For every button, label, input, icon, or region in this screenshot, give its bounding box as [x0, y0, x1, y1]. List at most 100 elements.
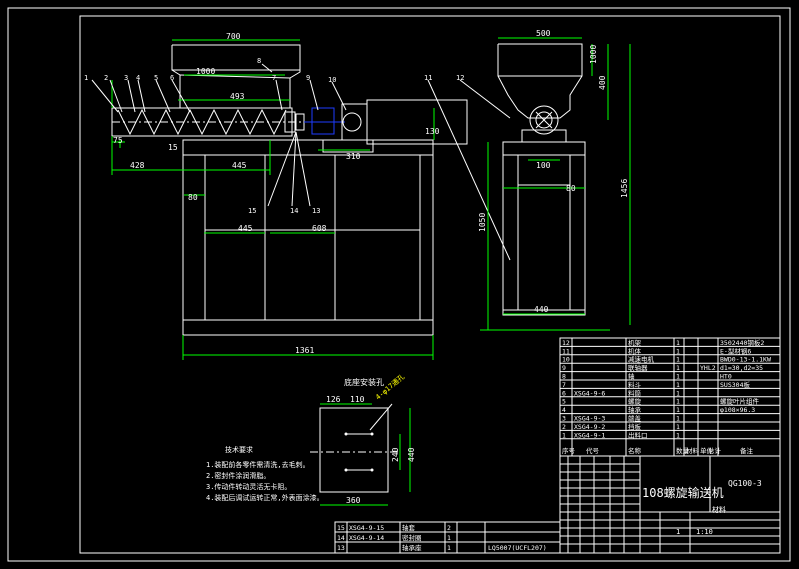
parts-cell: XSG4-9-6 [574, 389, 605, 397]
parts-cell: 12 [562, 339, 570, 347]
dim-side-80: 80 [566, 184, 576, 193]
front-dimensions [111, 39, 435, 360]
dim-side-1000: 1000 [589, 45, 598, 64]
parts-header-cell: 序号 [562, 446, 576, 455]
parts-cell: 联轴器 [628, 363, 648, 372]
bottom-table-cell: 轴承座 [402, 543, 422, 552]
parts-cell: 10 [562, 356, 570, 364]
parts-cell: 出料口 [628, 430, 648, 439]
scale: 1:10 [696, 528, 713, 536]
dim-130: 130 [425, 127, 440, 136]
parts-cell: XSG4-9-2 [574, 423, 605, 431]
dim-1050: 1050 [478, 213, 487, 232]
parts-cell: 2 [562, 423, 566, 431]
parts-cell: 7 [562, 381, 566, 389]
parts-header-cell: 备注 [740, 446, 754, 455]
front-view: 700 1000 493 428 445 445 608 75 130 310 … [84, 32, 511, 360]
bottom-table-cell: 1 [447, 544, 451, 552]
note-3: 3.传动件转动灵活无卡阻。 [206, 482, 291, 491]
hole-2 [370, 432, 374, 436]
detail-view: 底座安装孔 4-φ17通孔 126 110 240 440 360 [310, 372, 416, 506]
dim-15: 15 [168, 143, 178, 152]
screw-flight [117, 108, 287, 136]
bottom-table-cell: 15 [337, 524, 345, 532]
balloon-4: 4 [136, 74, 140, 82]
bottom-table-cell: LQ5007(UCFL207) [488, 544, 547, 552]
balloon-2: 2 [104, 74, 108, 82]
front-dim-text: 700 1000 493 428 445 445 608 75 130 310 … [113, 32, 440, 355]
dim-75: 75 [113, 136, 123, 145]
parts-cell: 8 [562, 373, 566, 381]
bottom-table-cell: XSG4-9-15 [349, 524, 384, 532]
bottom-table-cell: 密封圈 [402, 533, 422, 542]
side-dim-text: 500 1000 400 1456 1050 100 80 440 [478, 29, 629, 314]
bottom-table-cell: 轴套 [402, 523, 416, 532]
parts-cell: XSG4-9-1 [574, 431, 605, 439]
note-1: 1.装配前各零件需清洗,去毛刺。 [206, 460, 310, 469]
bottom-table-cell: XSG4-9-14 [349, 534, 384, 542]
parts-header-cell: 总计 [708, 446, 722, 455]
balloon-3: 3 [124, 74, 128, 82]
balloon-10: 10 [328, 76, 336, 84]
title-block [559, 455, 781, 554]
parts-cell: 1 [676, 398, 680, 406]
dim-428: 428 [130, 161, 145, 170]
dim-100: 100 [536, 161, 551, 170]
parts-cell: d1=30,d2=35 [720, 364, 763, 372]
coupling [311, 107, 335, 135]
bottom-table-cell: 2 [447, 524, 451, 532]
dim-500: 500 [536, 29, 551, 38]
balloon-11: 11 [424, 74, 432, 82]
parts-cell: 1 [676, 381, 680, 389]
parts-cell: XSG4-9-3 [574, 415, 605, 423]
parts-cell: SUS304板 [720, 380, 750, 389]
parts-cell: 1 [676, 373, 680, 381]
parts-header-cell: 数量 [676, 446, 690, 455]
parts-cell: 3 [562, 415, 566, 423]
material-label: 材料 [712, 505, 726, 514]
parts-cell: 轴承 [628, 405, 642, 414]
balloons: 1 2 3 4 5 6 7 8 9 10 11 12 13 14 15 [84, 57, 464, 215]
parts-cell: 挡板 [628, 422, 642, 431]
parts-cell: 轴 [628, 372, 635, 381]
parts-cell: 1 [676, 389, 680, 397]
parts-cell: 1 [676, 415, 680, 423]
parts-cell: 端盖 [628, 414, 642, 423]
hole-3 [344, 468, 348, 472]
balloon-9: 9 [306, 74, 310, 82]
side-dimensions [480, 37, 631, 331]
parts-cell: 1 [676, 406, 680, 414]
parts-cell: 减速电机 [628, 355, 655, 364]
parts-cell: 5 [562, 398, 566, 406]
dim-detail-440: 440 [407, 447, 416, 462]
drawing-title: 108螺旋输送机 [642, 485, 724, 500]
bottom-table-cell: 14 [337, 534, 345, 542]
outer-frame [7, 7, 791, 562]
dim-80: 80 [188, 193, 198, 202]
balloon-12: 12 [456, 74, 464, 82]
dim-1000: 1000 [196, 67, 215, 76]
balloon-8: 8 [257, 57, 261, 65]
leaders [91, 63, 511, 261]
balloon-6: 6 [170, 74, 174, 82]
dim-110: 110 [350, 395, 365, 404]
dim-445a: 445 [232, 161, 247, 170]
hole-4 [370, 468, 374, 472]
parts-cell: YHL2 [700, 364, 716, 372]
hole-1 [344, 432, 348, 436]
parts-cell: 4 [562, 406, 566, 414]
parts-cell: 1 [676, 364, 680, 372]
dim-493: 493 [230, 92, 245, 101]
parts-cell: 1 [676, 347, 680, 355]
title-block-text: 108螺旋输送机 QG100-3 材料 1 1:10 [642, 479, 762, 536]
balloon-1: 1 [84, 74, 88, 82]
balloon-14: 14 [290, 207, 298, 215]
balloon-15: 15 [248, 207, 256, 215]
note-4: 4.装配后调试运转正常,外表面涂漆。 [206, 493, 324, 502]
detail-title: 底座安装孔 [344, 377, 384, 387]
parts-header-cell: 材料 [686, 446, 700, 455]
dim-445b: 445 [238, 224, 253, 233]
